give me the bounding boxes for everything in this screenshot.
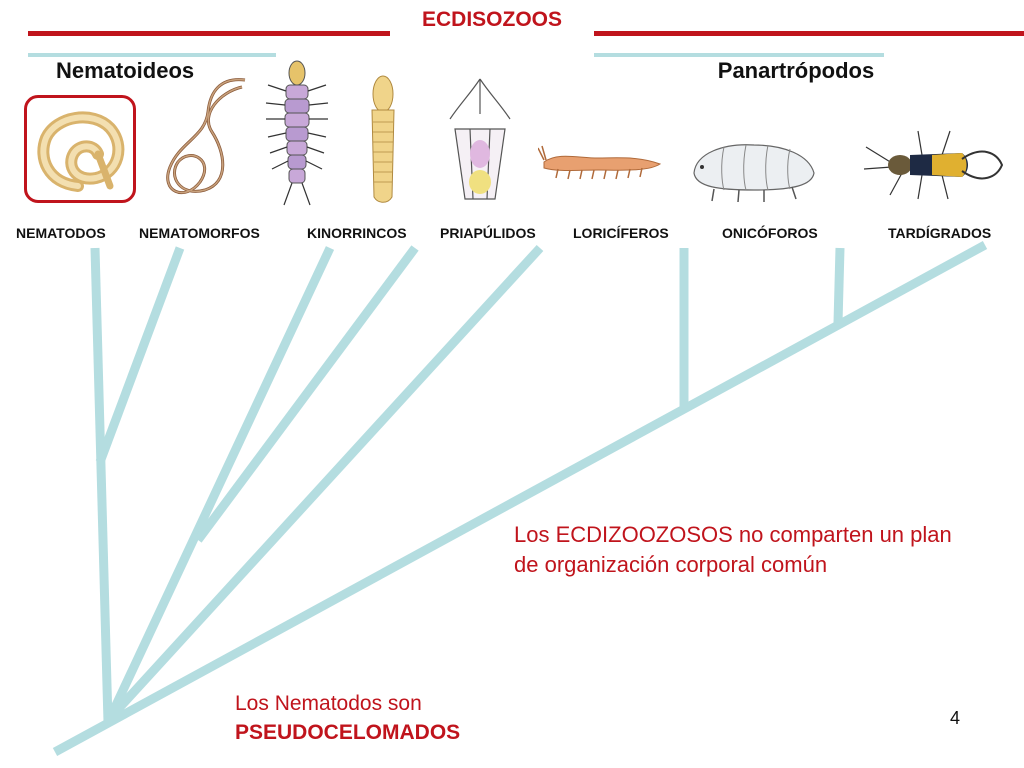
branch-nematodos (90, 247, 113, 723)
kinorhynch-icon (265, 60, 329, 206)
header-rule-right (594, 31, 1024, 36)
taxon-label-nematomorfos: NEMATOMORFOS (139, 225, 260, 241)
nematode-highlight-box (24, 95, 136, 203)
insect-icon (863, 130, 1004, 200)
header-rule-left (28, 31, 390, 36)
group-label-nematoideos: Nematoideos (56, 58, 195, 83)
priapulid-icon (371, 75, 395, 203)
tree-trunk (52, 241, 988, 756)
header-rule-left-secondary (28, 53, 276, 57)
nematodes-note-prefix: Los Nematodos son (235, 692, 422, 715)
branch-tardigrados (833, 247, 845, 324)
header-rule-right-secondary (594, 53, 884, 57)
velvet-worm-icon (538, 145, 662, 180)
branch-kinorrincos (105, 246, 335, 720)
page-number: 4 (950, 708, 961, 728)
taxon-label-kinorrincos: KINORRINCOS (307, 225, 407, 241)
loricifer-icon (449, 78, 511, 200)
branch-priapulidos (194, 245, 419, 543)
taxon-label-loriciferos: LORICÍFEROS (573, 225, 669, 241)
taxon-label-onicoforos: ONICÓFOROS (722, 225, 818, 241)
nematodes-note-bold: PSEUDOCELOMADOS (235, 721, 461, 744)
taxon-label-tardigrados: TARDÍGRADOS (888, 225, 992, 241)
slide-title: ECDISOZOOS (421, 8, 563, 31)
tardigrade-icon (693, 144, 815, 203)
branch-loriciferos (106, 244, 544, 722)
horsehair-worm-icon (166, 78, 246, 195)
nematode-icon (37, 111, 125, 192)
body-plan-note: Los ECDIZOOZOSOS no comparten un plan de… (514, 522, 952, 577)
branch-nematomorfos (95, 246, 185, 464)
group-label-panartropodos: Panartrópodos (717, 58, 875, 83)
nematodes-note: Los Nematodos son PSEUDOCELOMADOS (235, 689, 460, 747)
taxon-label-priapulidos: PRIAPÚLIDOS (440, 225, 536, 241)
taxon-label-nematodos: NEMATODOS (16, 225, 106, 241)
